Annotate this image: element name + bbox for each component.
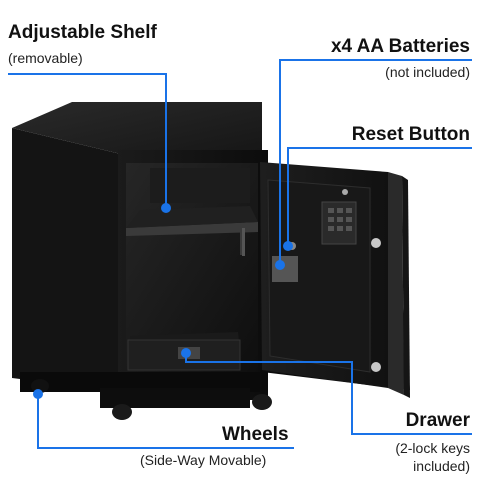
callout-label-drawer: Drawer (405, 410, 470, 431)
callout-note-shelf: (removable) (8, 50, 83, 66)
callout-dot-reset (283, 241, 293, 251)
callout-note-drawer-line1: (2-lock keys (395, 440, 470, 456)
callout-label-batteries: x4 AA Batteries (330, 36, 470, 57)
battery-cover (272, 256, 298, 282)
callout-note-drawer-line2: included) (413, 458, 470, 474)
safe-top (12, 102, 262, 155)
wheel-front-left (112, 404, 132, 420)
callout-line-shelf (8, 73, 167, 208)
callout-dot-shelf (161, 203, 171, 213)
callout-note-batteries: (not included) (385, 64, 470, 80)
callout-dot-wheels (33, 389, 43, 399)
callout-label-reset: Reset Button (351, 124, 470, 145)
callout-line-batteries (279, 59, 472, 265)
door-bolt-bottom (371, 362, 381, 372)
door-bolt-top (371, 238, 381, 248)
callout-dot-batteries (275, 260, 285, 270)
callout-line-wheels (37, 394, 294, 449)
callout-label-wheels: Wheels (222, 424, 289, 445)
callout-line-drawer (185, 353, 472, 435)
wheel-left (31, 379, 49, 393)
shelf (126, 222, 258, 236)
base-skirt (100, 388, 250, 408)
safe-side (12, 128, 125, 392)
wheel-front-right (252, 394, 272, 410)
callout-note-wheels: (Side-Way Movable) (140, 452, 267, 468)
callout-line-reset (287, 147, 472, 246)
callout-label-shelf: Adjustable Shelf (8, 22, 157, 43)
callout-dot-drawer (181, 348, 191, 358)
